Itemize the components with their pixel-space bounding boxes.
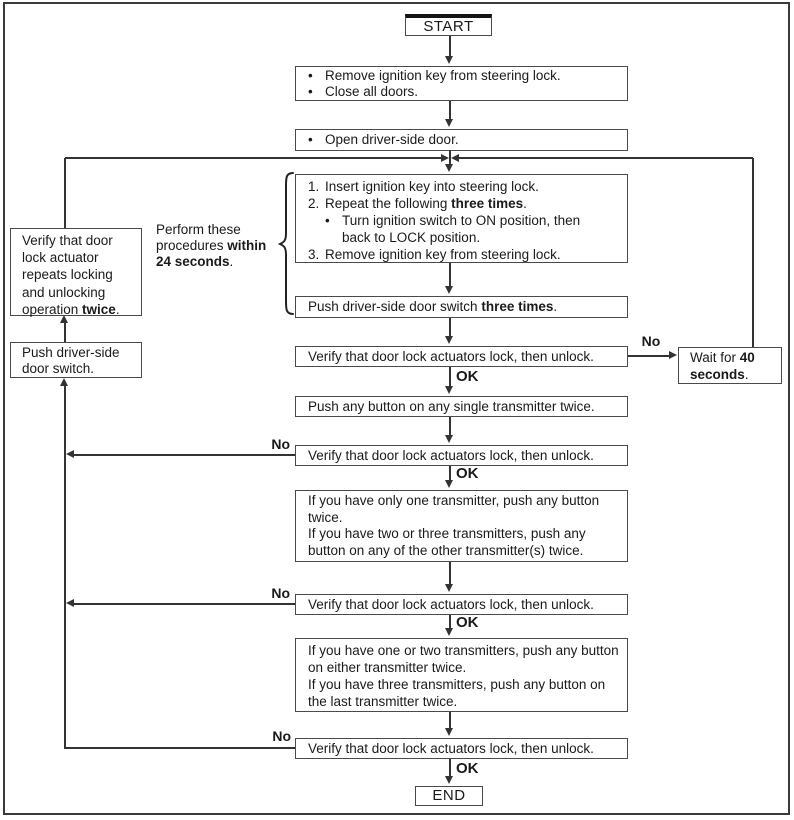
arrowhead-into-one-transmitter <box>445 480 453 488</box>
connector-push-switch-to-verify-repeat <box>64 323 66 342</box>
node-verify-lock-unlock-4: Verify that door lock actuators lock, th… <box>295 738 628 759</box>
arrowhead-into-verify2 <box>445 435 453 443</box>
node-verify-actuator-repeats-twice: Verify that door lock actuator repeats l… <box>10 228 142 317</box>
label-perform-within-24-seconds: Perform these procedures within 24 secon… <box>156 222 267 269</box>
node-verify-lock-unlock-2: Verify that door lock actuators lock, th… <box>295 445 628 466</box>
arrowhead-wait-loop-into-junction <box>451 154 459 162</box>
label-no-verify4: No <box>272 728 291 744</box>
connector-no-verify3 <box>73 603 295 605</box>
label-no-verify3: No <box>271 585 290 601</box>
arrowhead-into-push-three <box>445 286 453 294</box>
node-remove-key-close-doors: •Remove ignition key from steering lock.… <box>295 66 628 101</box>
node-end: END <box>415 786 483 806</box>
label-ok-verify4: OK <box>456 760 479 777</box>
arrowhead-into-push-any <box>445 386 453 394</box>
connector-verify2-to-one-transmitter <box>449 466 451 481</box>
connector-left-return-line <box>64 386 66 748</box>
node-if-one-or-two-transmitters: If you have one or two transmitters, pus… <box>295 638 628 712</box>
connector-wait-loop-top <box>459 157 753 159</box>
connector-verify-repeat-riser <box>64 158 66 228</box>
connector-no-verify2 <box>73 454 295 456</box>
arrowhead-into-verify-repeat <box>60 315 68 323</box>
connector-push-three-to-verify1 <box>449 318 451 337</box>
label-ok-verify3: OK <box>456 614 479 631</box>
connector-push-any-to-verify2 <box>449 417 451 436</box>
node-push-any-button-single-transmitter: Push any button on any single transmitte… <box>295 396 628 417</box>
connector-no-verify1-to-wait <box>628 355 669 357</box>
connector-start-to-remove-key <box>449 36 451 57</box>
arrowhead-into-remove-key <box>445 56 453 64</box>
arrowhead-no-verify2 <box>66 450 74 458</box>
node-push-door-switch-three-times: Push driver-side door switch three times… <box>295 296 628 318</box>
connector-no-verify4 <box>64 747 295 749</box>
node-push-door-switch: Push driver-side door switch. <box>10 342 142 378</box>
arrowhead-into-end <box>445 776 453 784</box>
connector-verify4-to-end <box>449 759 451 777</box>
arrowhead-into-push-switch <box>60 378 68 386</box>
node-start: START <box>405 14 492 36</box>
connector-verify1-to-push-any <box>449 367 451 387</box>
arrowhead-into-wait <box>669 351 677 359</box>
arrowhead-no-verify3 <box>66 599 74 607</box>
arrowhead-into-open-door <box>445 119 453 127</box>
arrowhead-into-verify4 <box>445 728 453 736</box>
connector-one-transmitter-to-verify3 <box>449 562 451 585</box>
arrowhead-into-procedures <box>445 164 453 172</box>
label-no-verify1: No <box>641 333 661 349</box>
node-verify-lock-unlock-3: Verify that door lock actuators lock, th… <box>295 594 628 615</box>
label-ok-verify1: OK <box>456 368 479 385</box>
arrowhead-into-one-or-two <box>445 628 453 636</box>
node-verify-lock-unlock-1: Verify that door lock actuators lock, th… <box>295 346 628 367</box>
connector-left-loop-top <box>65 157 441 159</box>
node-if-only-one-transmitter: If you have only one transmitter, push a… <box>295 490 628 562</box>
connector-open-door-to-procedures <box>449 150 451 165</box>
connector-procedures-to-push-three <box>449 263 451 287</box>
node-wait-40-seconds: Wait for 40 seconds. <box>678 347 782 384</box>
brace-24-seconds <box>277 172 294 315</box>
label-no-verify2: No <box>271 436 290 452</box>
node-key-cycle-procedures: 1.Insert ignition key into steering lock… <box>295 174 628 263</box>
node-open-driver-door: •Open driver-side door. <box>295 129 628 151</box>
connector-wait-box-riser <box>752 158 754 347</box>
label-ok-verify2: OK <box>456 465 479 482</box>
arrowhead-left-loop-into-junction <box>441 154 449 162</box>
connector-remove-key-to-open-door <box>449 101 451 120</box>
connector-verify3-to-one-or-two <box>449 615 451 629</box>
page-border <box>3 2 790 815</box>
connector-one-or-two-to-verify4 <box>449 712 451 729</box>
arrowhead-into-verify1 <box>445 336 453 344</box>
arrowhead-into-verify3 <box>445 584 453 592</box>
